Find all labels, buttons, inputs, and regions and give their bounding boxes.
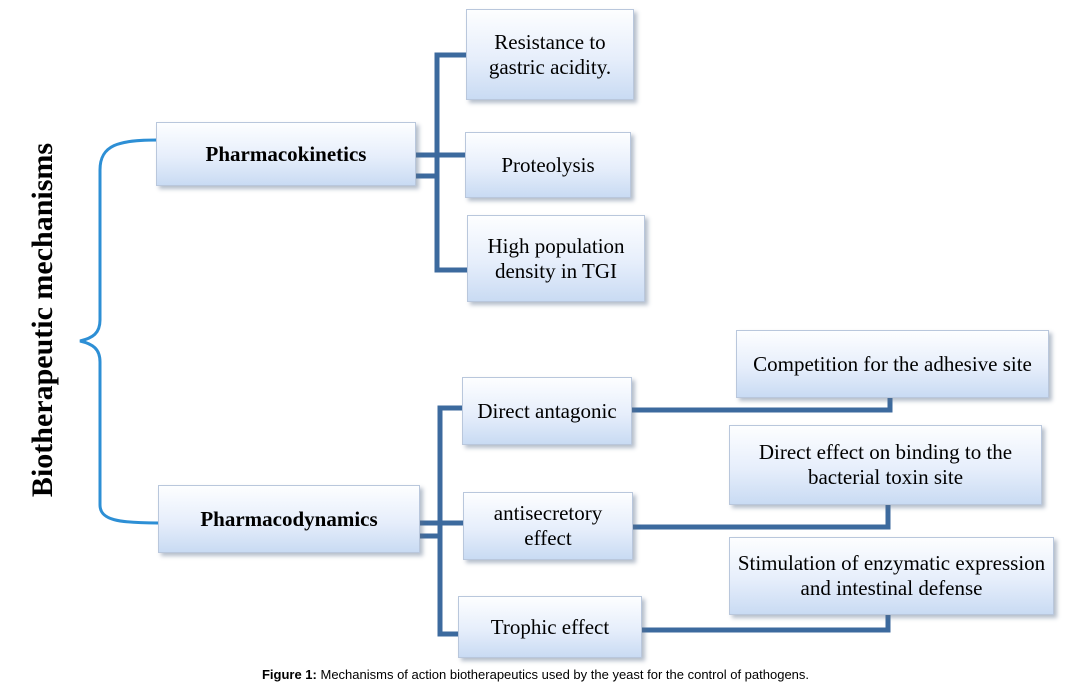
antisecretory-box: antisecretory effect (463, 492, 633, 560)
connector-pk-resistance (412, 52, 469, 179)
toxin-site-label: Direct effect on binding to the bacteria… (758, 440, 1013, 489)
toxin-site-box: Direct effect on binding to the bacteria… (729, 425, 1042, 505)
connector-effect-toxin (629, 502, 891, 530)
enzymatic-box: Stimulation of enzymatic expression and … (729, 537, 1054, 615)
resistance-box: Resistance to gastric acidity. (466, 9, 634, 100)
brace-icon (79, 138, 159, 525)
adhesive-site-label: Competition for the adhesive site (753, 351, 1032, 376)
direct-antagonic-box: Direct antagonic (462, 377, 632, 445)
caption-label: Figure 1: (261, 667, 317, 682)
diagram-title: Biotherapeutic mechanisms (26, 140, 60, 500)
proteolysis-box: Proteolysis (465, 132, 631, 198)
adhesive-site-box: Competition for the adhesive site (736, 330, 1049, 398)
resistance-label: Resistance to gastric acidity. (488, 29, 612, 79)
density-label: High population density in TGI (487, 233, 625, 283)
connector-pd-trophic (437, 533, 461, 637)
density-box: High population density in TGI (467, 215, 645, 302)
direct-antagonic-label: Direct antagonic (477, 398, 617, 423)
connector-pd-direct (417, 405, 465, 539)
figure-caption: Figure 1: Mechanisms of action biotherap… (0, 667, 1071, 682)
caption-text: Mechanisms of action biotherapeutics use… (320, 667, 810, 682)
connector-effect-adhesive (629, 395, 893, 413)
connector-effect-enzymatic (639, 612, 891, 633)
pharmacodynamics-box: Pharmacodynamics (158, 485, 420, 553)
trophic-box: Trophic effect (458, 596, 642, 658)
pharmacokinetics-box: Pharmacokinetics (156, 122, 416, 186)
antisecretory-label: antisecretory effect (493, 501, 603, 550)
diagram-title-text: Biotherapeutic mechanisms (26, 142, 60, 498)
connector-pk-density (434, 173, 470, 273)
enzymatic-label: Stimulation of enzymatic expression and … (737, 551, 1046, 600)
